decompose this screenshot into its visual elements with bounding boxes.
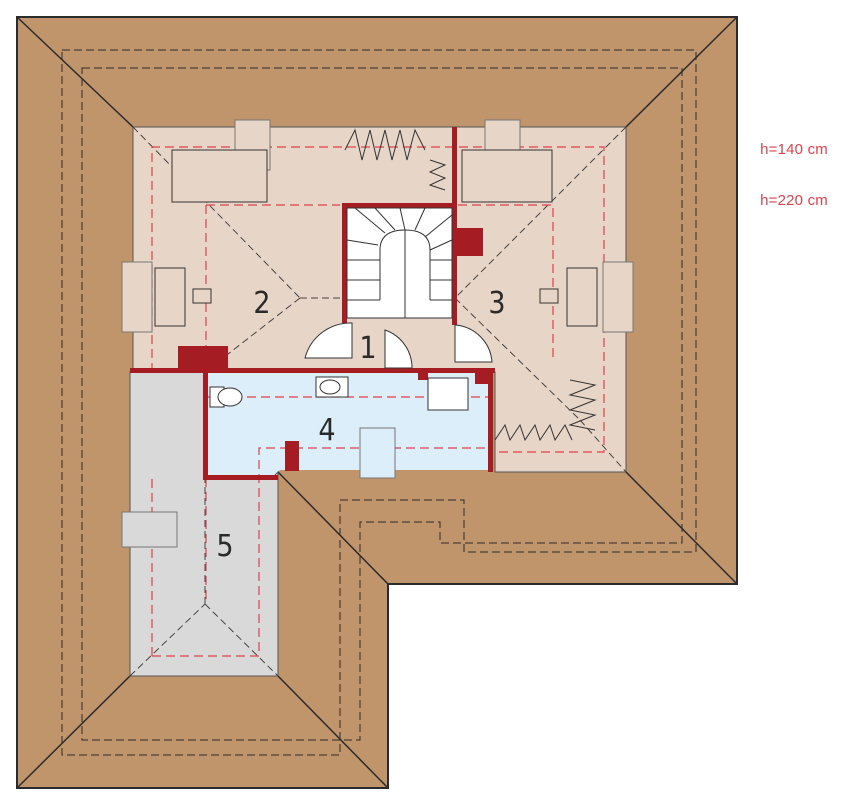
attic-window bbox=[121, 511, 178, 548]
hip-line bbox=[16, 16, 134, 128]
room-label-4: 4 bbox=[318, 413, 335, 448]
height-legend-140: h=140 cm bbox=[760, 141, 828, 158]
walls bbox=[130, 127, 495, 480]
hip-line bbox=[277, 471, 389, 585]
room-label-2: 2 bbox=[253, 286, 270, 321]
hip-line bbox=[625, 16, 738, 128]
beds bbox=[171, 149, 553, 203]
door-swings bbox=[304, 322, 493, 369]
desks bbox=[154, 267, 598, 327]
roof-eave-line bbox=[61, 49, 697, 756]
ridge-lines bbox=[129, 126, 627, 677]
wardrobes bbox=[344, 128, 597, 442]
room-label-3: 3 bbox=[488, 286, 505, 321]
staircase bbox=[346, 207, 453, 319]
bathroom-window bbox=[359, 427, 396, 479]
bathroom-fixtures bbox=[209, 376, 469, 411]
roof-eave-line-inner bbox=[81, 67, 683, 741]
room-label-5: 5 bbox=[216, 529, 233, 564]
hip-line bbox=[625, 471, 738, 585]
height-legend-220: h=220 cm bbox=[760, 192, 828, 209]
hip-line bbox=[16, 675, 131, 789]
bathroom-area bbox=[205, 372, 492, 478]
room-label-1: 1 bbox=[359, 331, 376, 366]
hip-line bbox=[277, 675, 389, 789]
